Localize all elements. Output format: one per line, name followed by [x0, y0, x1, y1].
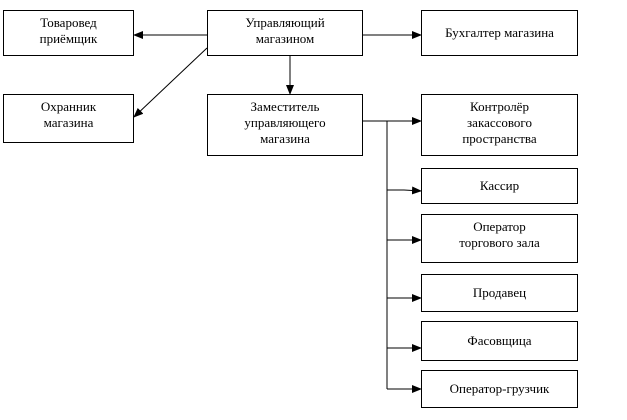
- node-label: Оператор-грузчик: [449, 381, 550, 396]
- node-label: Заместитель управляющего магазина: [244, 99, 326, 146]
- node-operator-loader: Оператор-грузчик: [421, 370, 578, 408]
- node-merchandiser: Товаровед приёмщик: [3, 10, 134, 56]
- node-sales-floor-operator: Оператор торгового зала: [421, 214, 578, 263]
- node-label: Фасовщица: [467, 333, 532, 348]
- edge-manager-guard: [133, 47, 208, 118]
- node-label: Охранник магазина: [40, 99, 97, 130]
- node-seller: Продавец: [421, 274, 578, 312]
- node-security-guard: Охранник магазина: [3, 94, 134, 143]
- node-deputy-manager: Заместитель управляющего магазина: [207, 94, 363, 156]
- node-label: Продавец: [472, 285, 527, 300]
- node-label: Контролёр закассового пространства: [462, 99, 537, 146]
- node-checkout-controller: Контролёр закассового пространства: [421, 94, 578, 156]
- node-label: Кассир: [479, 178, 520, 193]
- edge-deputy-cashier: [387, 186, 422, 195]
- node-store-manager: Управляющий магазином: [207, 10, 363, 56]
- node-packer: Фасовщица: [421, 321, 578, 361]
- node-accountant: Бухгалтер магазина: [421, 10, 578, 56]
- node-cashier: Кассир: [421, 168, 578, 204]
- node-label: Товаровед приёмщик: [39, 15, 98, 46]
- node-label: Управляющий магазином: [245, 15, 325, 46]
- node-label: Оператор торгового зала: [459, 219, 540, 250]
- node-label: Бухгалтер магазина: [445, 25, 554, 40]
